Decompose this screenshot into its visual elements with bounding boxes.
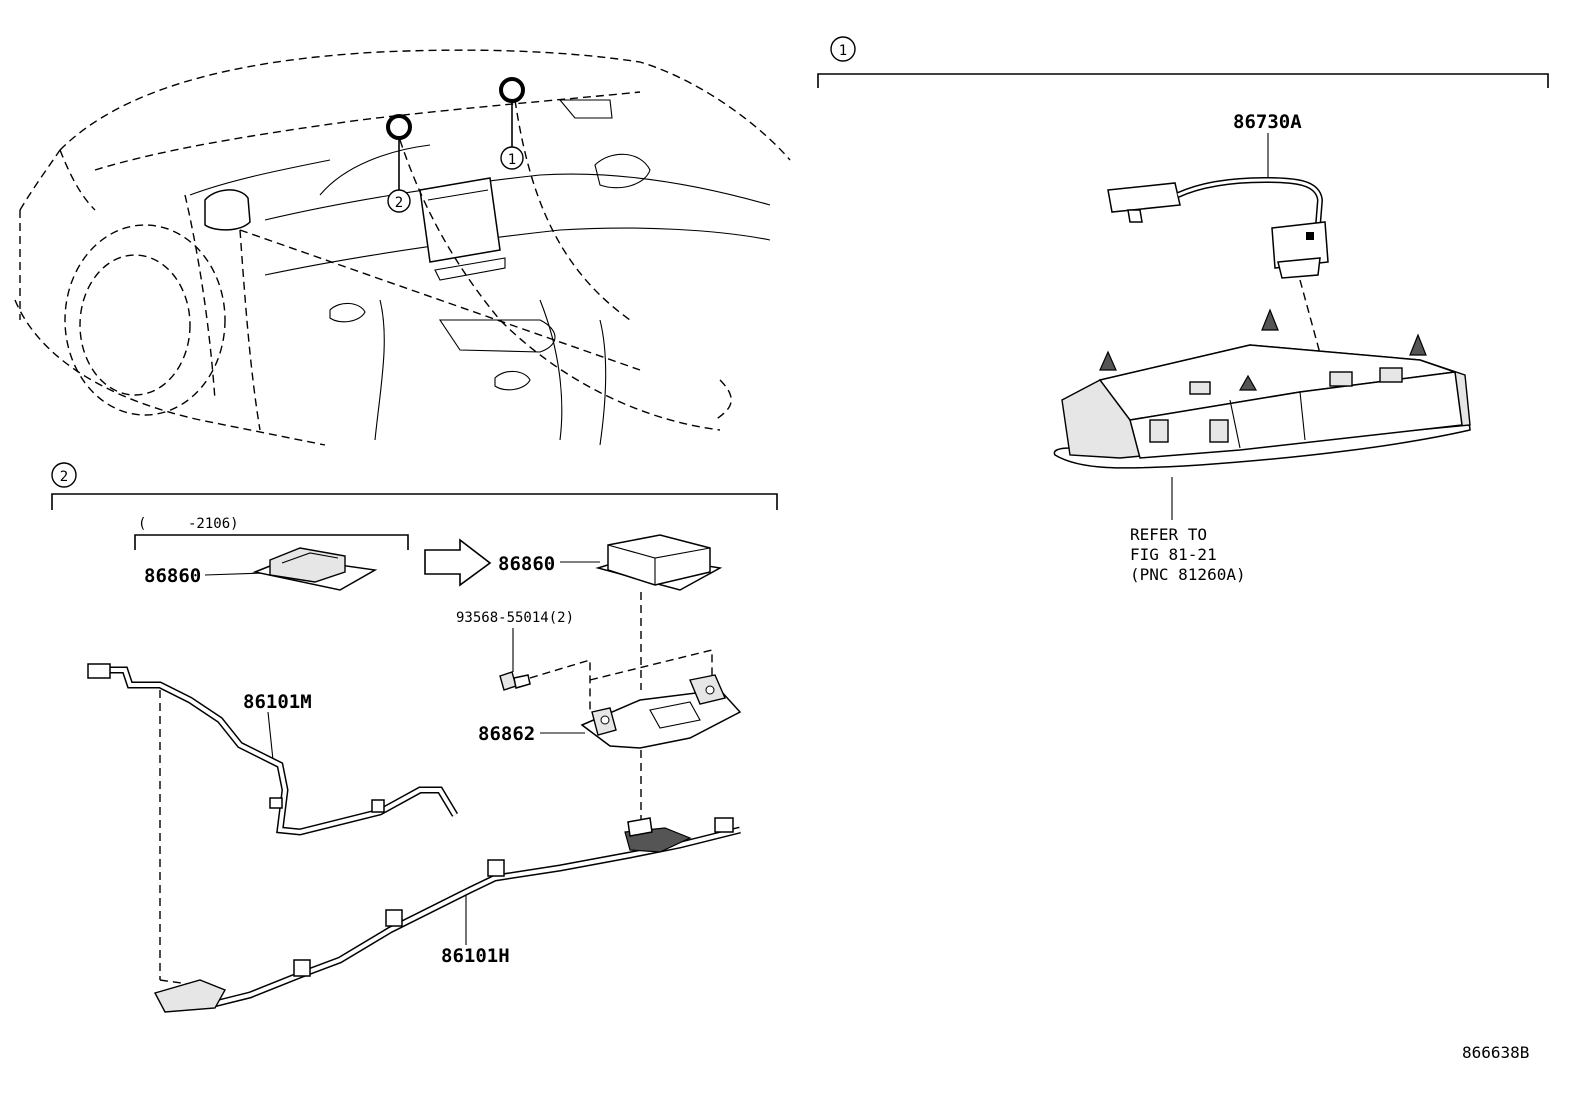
- section-1-marker-label: 1: [839, 43, 847, 59]
- section-2-bracket: [51, 493, 778, 510]
- callout-ring-1: [499, 77, 525, 103]
- part-number-86860-old: 86860: [144, 565, 201, 587]
- callout-label-2: 2: [395, 195, 403, 211]
- period-code: -2106): [188, 516, 239, 532]
- period-bracket: [134, 534, 409, 550]
- airbag-sensor-old: [252, 547, 378, 591]
- part-number-86860-new: 86860: [498, 553, 555, 575]
- section-1-bracket: [817, 73, 1549, 88]
- airbag-sensor-new: [595, 534, 723, 591]
- vehicle-overview-illustration: 1 2: [14, 49, 791, 446]
- callout-label-1: 1: [508, 152, 516, 168]
- refer-note-line-2: FIG 81-21: [1130, 545, 1217, 564]
- part-number-86730A: 86730A: [1233, 111, 1302, 133]
- callout-marker-1: [500, 146, 524, 170]
- wire-harness-86101H: [153, 817, 741, 1013]
- section-1-marker: [830, 36, 856, 62]
- section-2: 2 ( -2106) 86860 86860 93568-55014(2): [51, 462, 778, 1013]
- callout-marker-2: [387, 189, 411, 213]
- part-number-86862: 86862: [478, 723, 535, 745]
- overhead-console-housing: [1053, 308, 1471, 469]
- section-1: 1 86730A: [817, 36, 1549, 584]
- refer-note-line-3: (PNC 81260A): [1130, 565, 1246, 584]
- bolt-93568: [499, 671, 531, 691]
- section-2-marker-label: 2: [60, 469, 68, 485]
- callout-ring-2: [386, 114, 412, 140]
- part-number-86101H: 86101H: [441, 945, 510, 967]
- wire-harness-86101M: [87, 663, 459, 836]
- section-2-marker: [51, 462, 77, 488]
- illustration-id: 866638B: [1462, 1043, 1529, 1062]
- sensor-bracket-86862: [580, 674, 742, 749]
- period-open-paren: (: [138, 516, 146, 532]
- supersession-arrow: [424, 538, 492, 587]
- refer-note-line-1: REFER TO: [1130, 525, 1207, 544]
- overhead-harness-86730A: [1107, 176, 1329, 279]
- part-number-86101M: 86101M: [243, 691, 312, 713]
- part-number-93568-55014: 93568-55014(2): [456, 610, 574, 626]
